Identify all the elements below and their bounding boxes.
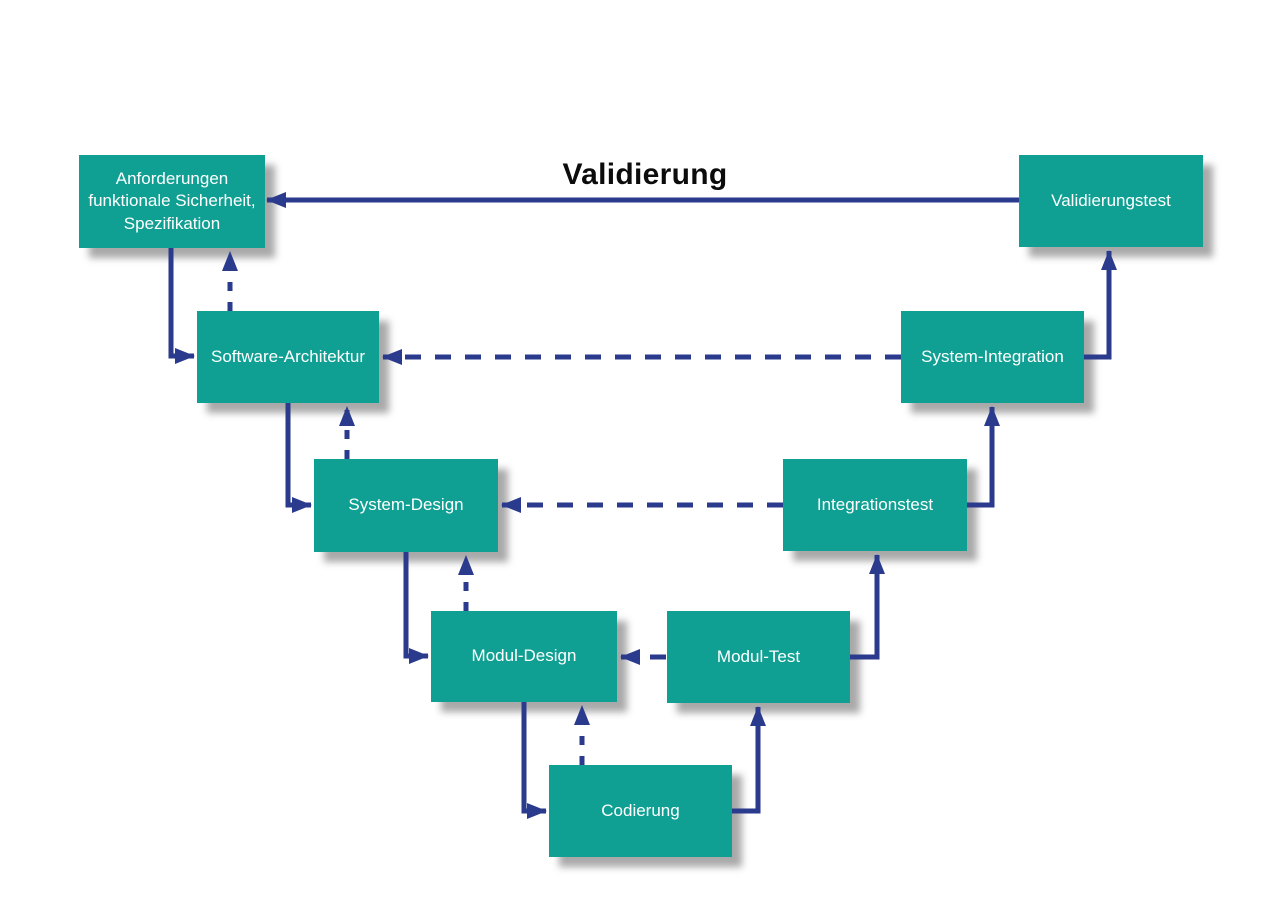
edge-modul-test-integrationstest [850,554,885,660]
node-modul-design: Modul-Design [431,611,617,702]
node-system-integration: System-Integration [901,311,1084,403]
node-system-design: System-Design [314,459,498,552]
node-anforderungen: Anforderungen funktionale Sicherheit, Sp… [79,155,265,248]
validierung-title: Validierung [562,158,728,191]
edge-modul-design-codierung [521,702,547,819]
edge-software-architektur-system-design [285,403,312,513]
edge-codierung-modul-test [732,706,766,814]
edge-system-design-modul-design [403,552,429,664]
node-integrationstest: Integrationstest [783,459,967,551]
edge-integrationstest-system-integration [967,406,1000,508]
node-software-architektur: Software-Architektur [197,311,379,403]
node-codierung: Codierung [549,765,732,857]
edge-system-integration-validierungstest [1084,250,1117,360]
node-modul-test: Modul-Test [667,611,850,703]
node-validierungstest: Validierungstest [1019,155,1203,247]
edge-anforderungen-software-architektur [168,248,195,364]
